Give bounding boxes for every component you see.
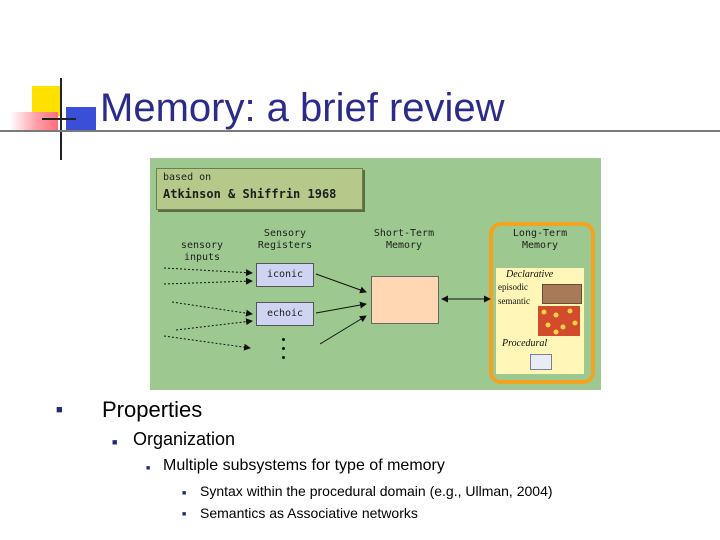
semantic-label: semantic bbox=[498, 296, 530, 306]
declarative-label: Declarative bbox=[506, 269, 554, 280]
memory-model-diagram: based on Atkinson & Shiffrin 1968 sensor… bbox=[150, 158, 601, 390]
decorative-short-line bbox=[42, 118, 76, 120]
echoic-register-box: echoic bbox=[256, 302, 314, 326]
long-term-memory-border bbox=[489, 222, 595, 384]
episodic-label: episodic bbox=[498, 282, 528, 292]
procedural-icon bbox=[530, 354, 552, 370]
procedural-label: Procedural bbox=[502, 338, 548, 349]
semantic-network-icon bbox=[538, 306, 580, 336]
short-term-memory-box bbox=[371, 276, 439, 324]
bullet-subsystems: Multiple subsystems for type of memory bbox=[163, 457, 445, 474]
ellipsis-dot bbox=[282, 356, 285, 359]
ellipsis-dot bbox=[282, 347, 285, 350]
ellipsis-dot bbox=[282, 338, 285, 341]
title-underline bbox=[0, 130, 720, 132]
bullet-marker: ■ bbox=[56, 404, 63, 416]
semantic-network-nodes bbox=[541, 308, 578, 335]
bullet-marker: ■ bbox=[182, 490, 187, 497]
diagram-arrows bbox=[163, 267, 491, 351]
citation-label: Atkinson & Shiffrin 1968 bbox=[163, 187, 337, 201]
episodic-photo-icon bbox=[542, 284, 582, 304]
based-on-label: based on bbox=[163, 172, 212, 183]
bullet-semantics: Semantics as Associative networks bbox=[200, 505, 418, 521]
decorative-pink-bar bbox=[10, 112, 58, 132]
bullet-marker: ■ bbox=[112, 437, 118, 447]
bullet-syntax: Syntax within the procedural domain (e.g… bbox=[200, 483, 553, 499]
bullet-properties: Properties bbox=[102, 397, 203, 422]
bullet-organization: Organization bbox=[133, 429, 236, 449]
decorative-yellow-square bbox=[32, 86, 62, 116]
iconic-register-box: iconic bbox=[256, 263, 314, 287]
bullet-marker: ■ bbox=[146, 465, 151, 472]
citation-box: based on Atkinson & Shiffrin 1968 bbox=[156, 168, 363, 210]
bullet-marker: ■ bbox=[182, 511, 187, 518]
slide-title: Memory: a brief review bbox=[100, 86, 505, 130]
